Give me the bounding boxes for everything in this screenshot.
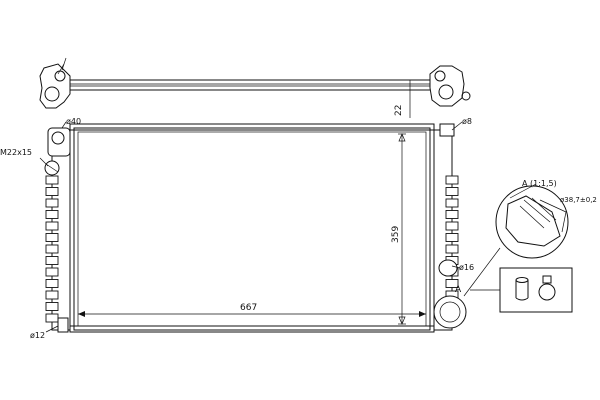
left-tank-rib xyxy=(45,187,59,196)
detail-callout-letter: A xyxy=(455,285,462,295)
bleed-diameter-label: ø8 xyxy=(462,117,472,126)
top-view-left-tank xyxy=(39,57,71,109)
plug-icon xyxy=(538,275,556,301)
left-tank-rib xyxy=(45,302,59,311)
left-tank-rib xyxy=(45,290,59,300)
left-tank-rib xyxy=(45,175,59,185)
left-tank-rib xyxy=(45,233,59,242)
left-tank-rib xyxy=(45,256,59,265)
top-depth-dimension: 22 xyxy=(394,105,404,116)
right-tank-rib xyxy=(445,187,459,196)
inlet-diameter-label: ø40 xyxy=(66,117,81,126)
core-width-dimension: 667 xyxy=(240,303,257,313)
left-tank-rib xyxy=(45,267,59,277)
left-tank-rib xyxy=(45,279,59,288)
left-tank-rib xyxy=(45,313,59,323)
left-tank-rib xyxy=(45,244,59,254)
right-tank-rib xyxy=(445,198,459,208)
thread-label: M22x15 xyxy=(0,148,32,157)
top-view: 22 xyxy=(39,57,471,118)
radiator-core xyxy=(73,127,431,331)
detail-a: A (1:1,5) ø38,7±0,2 xyxy=(463,179,597,297)
left-tank xyxy=(44,127,71,333)
right-tank-rib xyxy=(445,221,459,231)
detail-diameter-label: ø38,7±0,2 xyxy=(560,196,597,204)
right-tank-rib xyxy=(445,244,459,254)
right-tank xyxy=(433,123,467,331)
left-tank-rib xyxy=(45,210,59,219)
left-tank-rib xyxy=(45,221,59,231)
outlet-diameter-label: ø16 xyxy=(459,263,474,272)
drain-diameter-label: ø12 xyxy=(30,331,45,340)
front-view: 359 667 ø40 ø8 M22x15 ø16 ø12 A xyxy=(0,117,474,340)
core-height-dimension: 359 xyxy=(391,226,401,243)
top-view-right-tank xyxy=(429,65,471,107)
right-tank-rib xyxy=(445,210,459,219)
left-tank-rib xyxy=(45,198,59,208)
accessory-box xyxy=(470,267,573,313)
right-tank-rib xyxy=(445,175,459,185)
right-tank-rib xyxy=(445,233,459,242)
detail-title: A (1:1,5) xyxy=(522,179,557,188)
right-tank-rib xyxy=(445,279,459,288)
cap-icon xyxy=(515,277,529,301)
